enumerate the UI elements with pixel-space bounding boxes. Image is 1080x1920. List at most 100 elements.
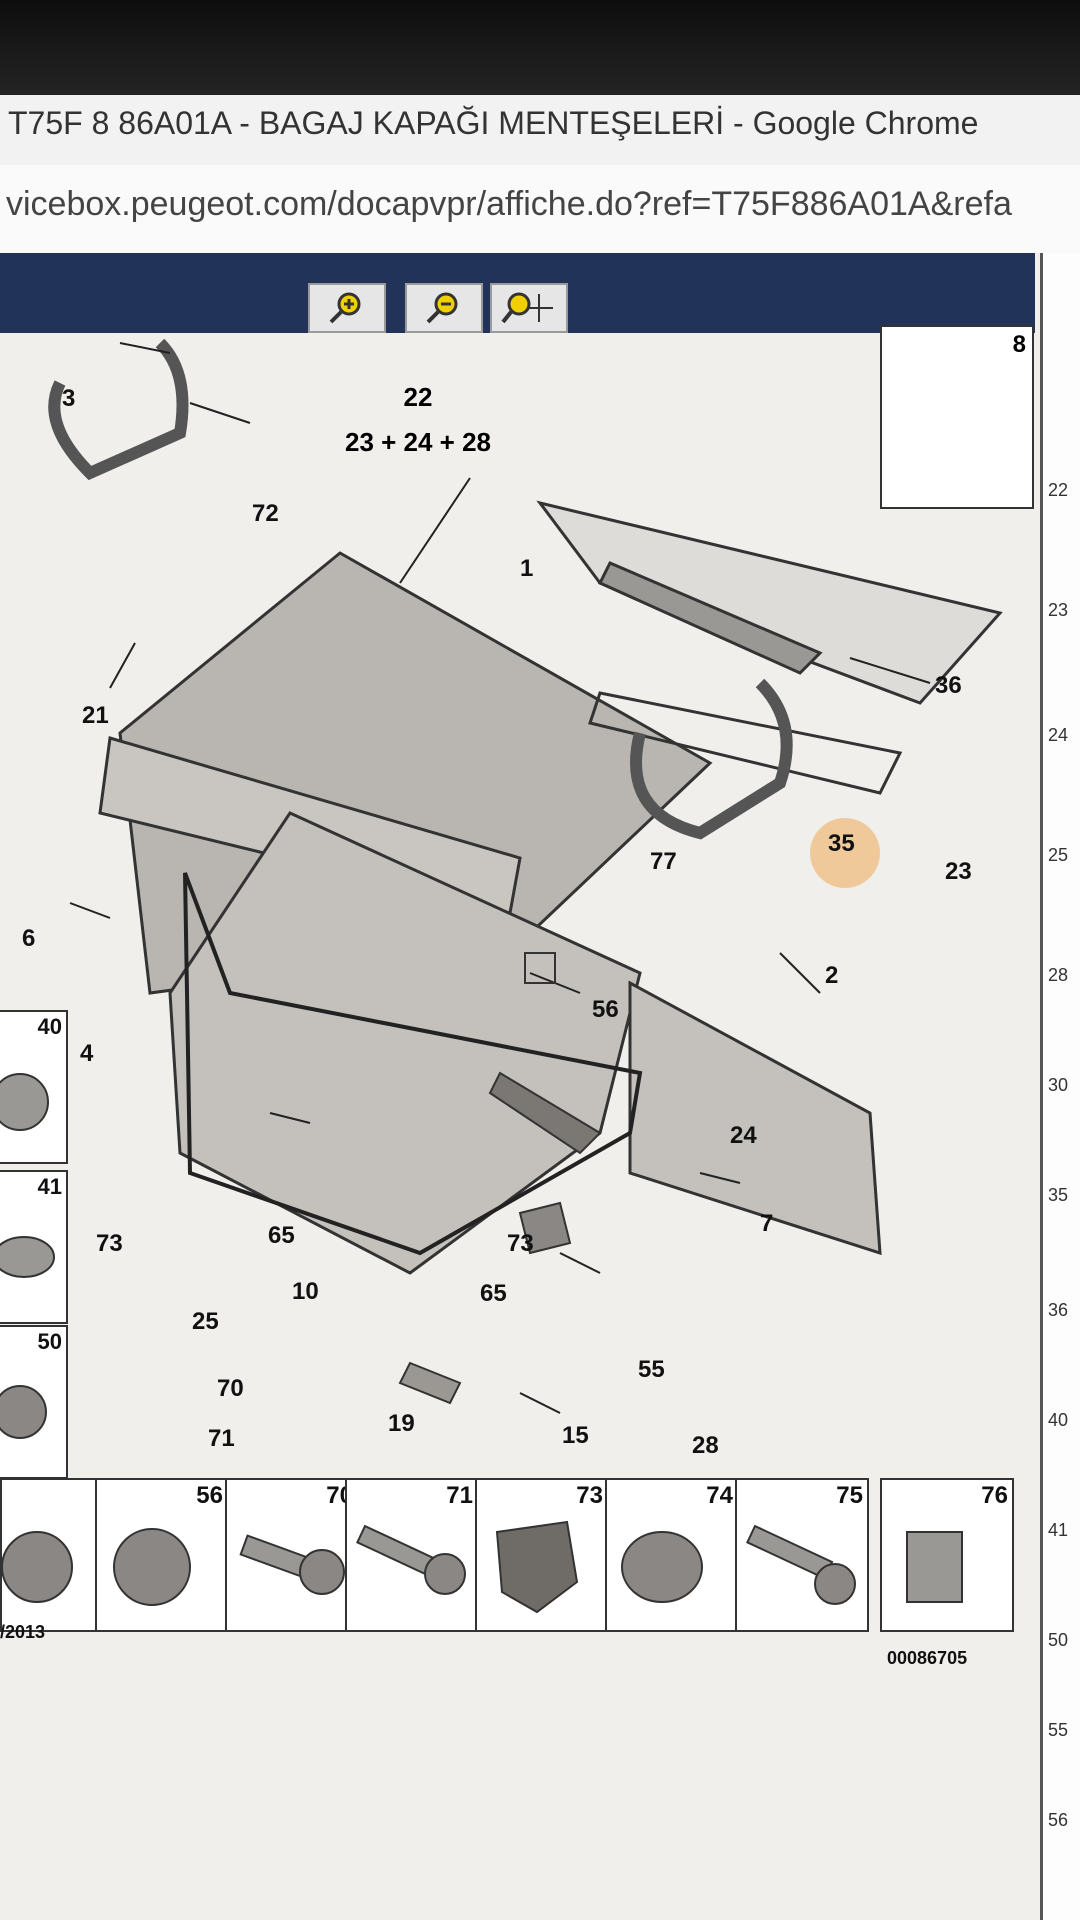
side-thumb-label: 41 [37, 1174, 62, 1199]
address-bar[interactable]: vicebox.peugeot.com/docapvpr/affiche.do?… [0, 165, 1080, 254]
exploded-diagram [20, 338, 1003, 1414]
highlight-circle [810, 818, 880, 888]
callout-1[interactable]: 1 [520, 555, 534, 582]
formula-label: 22 23 + 24 + 28 [318, 382, 518, 458]
parts-list-item[interactable]: 36 [1048, 1300, 1069, 1320]
pan-icon [501, 292, 553, 324]
callout-4[interactable]: 4 [80, 1040, 94, 1067]
parts-list-item[interactable]: 25 [1048, 845, 1069, 865]
callout-28[interactable]: 28 [692, 1432, 719, 1459]
seal-loop [183, 872, 643, 1256]
side-thumb-label: 50 [37, 1329, 62, 1354]
callout-73a[interactable]: 73 [96, 1230, 123, 1257]
callout-10[interactable]: 10 [292, 1278, 319, 1305]
thumb-label: 74 [706, 1482, 733, 1509]
zoom-out-icon [426, 292, 458, 324]
parts-list-item[interactable]: 28 [1048, 965, 1069, 985]
thumb-label: 75 [836, 1482, 863, 1509]
formula-bottom: 23 + 24 + 28 [344, 427, 492, 457]
zoom-out-button[interactable] [405, 283, 483, 333]
part-24 [488, 1071, 602, 1155]
side-thumb-50[interactable]: 50 [0, 1325, 68, 1479]
callout-3[interactable]: 3 [62, 385, 76, 412]
parts-list-item[interactable]: 22 [1048, 480, 1069, 500]
bottom-thumb-71[interactable]: 71 [345, 1478, 479, 1632]
callout-6[interactable]: 6 [22, 925, 36, 952]
seal-frame [588, 691, 903, 795]
callout-19[interactable]: 19 [388, 1410, 415, 1437]
callout-55[interactable]: 55 [638, 1356, 665, 1383]
callout-25[interactable]: 25 [192, 1308, 219, 1335]
part-50-icon [0, 1385, 47, 1439]
callout-73b[interactable]: 73 [507, 1230, 534, 1257]
part-76-icon [906, 1531, 963, 1603]
top-bracket [597, 561, 823, 675]
part-70-icon [239, 1534, 345, 1595]
side-thumb-41[interactable]: 41 [0, 1170, 68, 1324]
parts-list-strip[interactable] [1040, 253, 1080, 1920]
part-40-icon [0, 1073, 49, 1131]
inset-label: 8 [1012, 331, 1026, 358]
bottom-thumb-73[interactable]: 73 [475, 1478, 609, 1632]
callout-23[interactable]: 23 [945, 858, 972, 885]
callout-72[interactable]: 72 [252, 500, 279, 527]
part-23 [518, 1201, 572, 1255]
url-text[interactable]: vicebox.peugeot.com/docapvpr/affiche.do?… [6, 185, 1012, 223]
part-15 [398, 1361, 462, 1405]
part-41-icon [0, 1236, 55, 1278]
thumb-label: 73 [576, 1482, 603, 1509]
callout-71[interactable]: 71 [208, 1425, 235, 1452]
inset-box[interactable]: 8 [880, 325, 1034, 509]
callout-65a[interactable]: 65 [268, 1222, 295, 1249]
window-titlebar: T75F 8 86A01A - BAGAJ KAPAĞI MENTEŞELERİ… [0, 95, 1080, 166]
part-75-icon [746, 1524, 856, 1605]
side-thumb-40[interactable]: 40 [0, 1010, 68, 1164]
lower-bracket [628, 980, 882, 1256]
callout-56[interactable]: 56 [592, 996, 619, 1023]
parts-list-item[interactable]: 30 [1048, 1075, 1069, 1095]
part-71-icon [356, 1524, 466, 1595]
bottom-thumb-56[interactable]: 56 [95, 1478, 229, 1632]
callout-24[interactable]: 24 [730, 1122, 757, 1149]
bottom-thumb-75[interactable]: 75 [735, 1478, 869, 1632]
part-73-icon [495, 1520, 579, 1614]
callout-35[interactable]: 35 [828, 830, 855, 857]
parts-list-item[interactable]: 56 [1048, 1810, 1069, 1830]
hinge-right [630, 678, 793, 840]
document-code: 00086705 [887, 1648, 968, 1668]
bottom-thumb-70[interactable]: 70 [225, 1478, 359, 1632]
thumb-label: 76 [981, 1482, 1008, 1509]
glass-panel [536, 500, 1003, 705]
callout-7[interactable]: 7 [760, 1210, 774, 1237]
parts-list-item[interactable]: 40 [1048, 1410, 1069, 1430]
parts-list-item[interactable]: 41 [1048, 1520, 1069, 1540]
callout-15[interactable]: 15 [562, 1422, 589, 1449]
bottom-thumb-76[interactable]: 76 [880, 1478, 1014, 1632]
window-title: T75F 8 86A01A - BAGAJ KAPAĞI MENTEŞELERİ… [8, 105, 979, 141]
date-fragment: /2013 [0, 1622, 46, 1642]
thumb-label: 71 [446, 1482, 473, 1509]
parts-list-item[interactable]: 35 [1048, 1185, 1069, 1205]
callout-2[interactable]: 2 [825, 962, 839, 989]
formula-top: 22 [403, 382, 433, 412]
zoom-in-button[interactable] [308, 283, 386, 333]
part-56-icon [113, 1528, 191, 1606]
callout-21[interactable]: 21 [82, 702, 109, 729]
hinge-left [48, 338, 189, 481]
bottom-thumb-74[interactable]: 74 [605, 1478, 739, 1632]
callout-70[interactable]: 70 [217, 1375, 244, 1402]
part-74-icon [621, 1531, 703, 1603]
zoom-in-icon [329, 292, 361, 324]
pan-button[interactable] [490, 283, 568, 333]
part-56-box [524, 952, 556, 984]
part-55-icon [2, 1531, 73, 1603]
callout-36[interactable]: 36 [935, 672, 962, 699]
parts-list-item[interactable]: 55 [1048, 1720, 1069, 1740]
side-thumb-label: 40 [37, 1014, 62, 1039]
callout-77[interactable]: 77 [650, 848, 677, 875]
parts-list-item[interactable]: 50 [1048, 1630, 1069, 1650]
callout-65b[interactable]: 65 [480, 1280, 507, 1307]
parts-list-item[interactable]: 24 [1048, 725, 1069, 745]
parts-list-item[interactable]: 23 [1048, 600, 1069, 620]
thumb-label: 56 [196, 1482, 223, 1509]
